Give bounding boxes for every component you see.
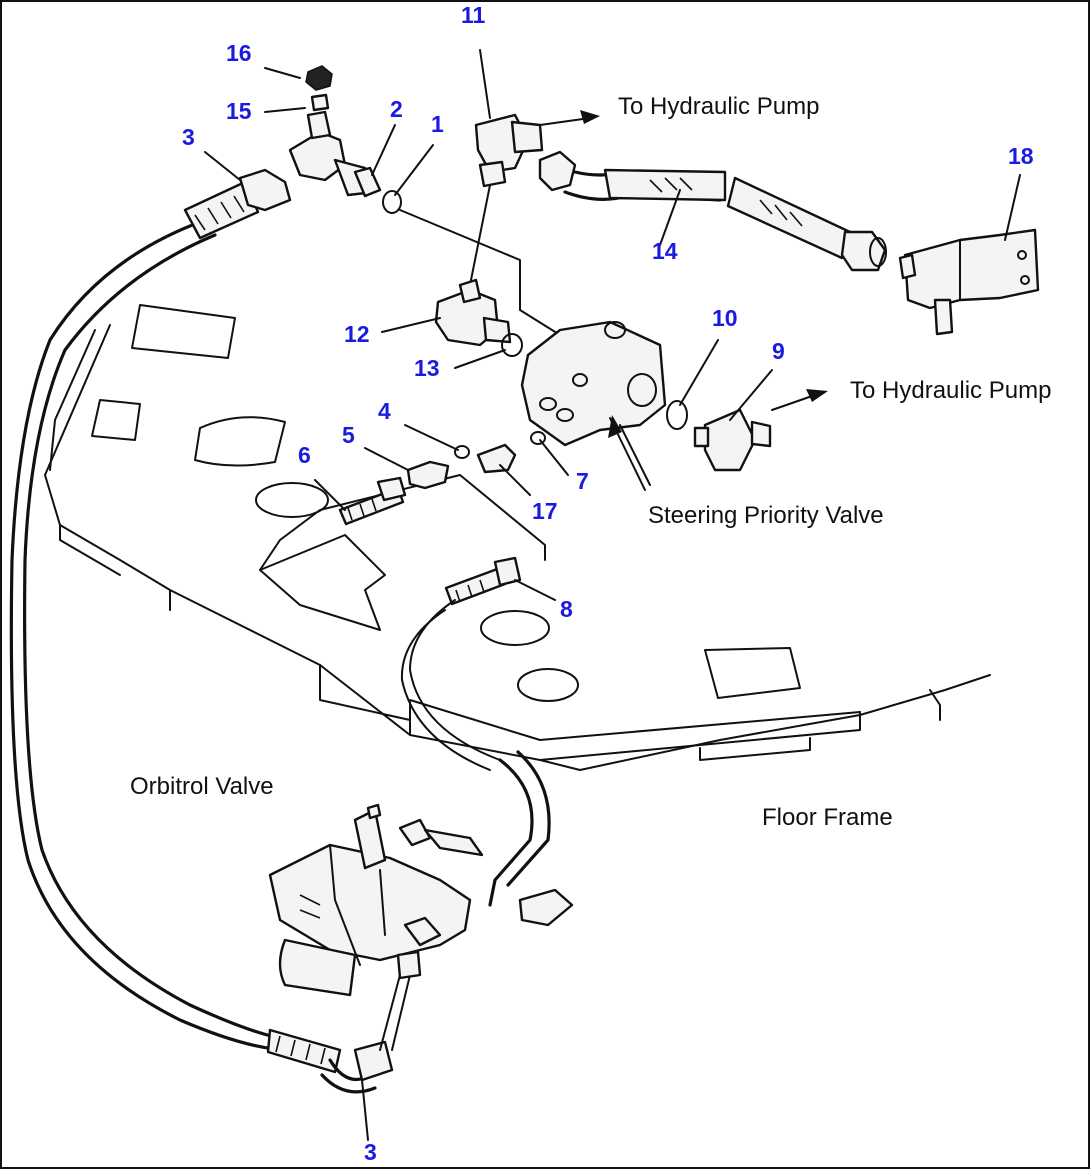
callout-5: 5: [342, 422, 355, 448]
callout-13: 13: [414, 355, 440, 381]
flow-arrows: [539, 110, 828, 491]
small-fittings-drawing: [338, 431, 546, 771]
callout-9: 9: [772, 338, 785, 364]
label-orbitrol-valve: Orbitrol Valve: [130, 773, 274, 800]
floor-frame-drawing: [44, 304, 991, 771]
elbow-9-drawing: [693, 408, 772, 472]
callout-17: 17: [532, 498, 558, 524]
fitting-12-drawing: [434, 278, 523, 357]
label-to-hydraulic-pump-top: To Hydraulic Pump: [618, 93, 820, 120]
callout-7: 7: [576, 468, 589, 494]
bracket-18-drawing: [898, 228, 1040, 336]
callout-12: 12: [344, 321, 370, 347]
callout-8: 8: [560, 596, 573, 622]
callout-1: 1: [431, 111, 444, 137]
tee-fitting-drawing: [288, 65, 561, 336]
label-to-hydraulic-pump-right: To Hydraulic Pump: [850, 377, 1052, 404]
callout-10: 10: [712, 305, 738, 331]
callout-6: 6: [298, 442, 311, 468]
callout-18: 18: [1008, 143, 1034, 169]
callout-11: 11: [461, 2, 486, 28]
callout-leaders: [204, 49, 1021, 1141]
callout-14: 14: [652, 238, 678, 264]
callout-3-bottom: 3: [364, 1139, 377, 1165]
callout-16: 16: [226, 40, 252, 66]
orbitrol-valve-drawing: [268, 750, 574, 1051]
callout-2: 2: [390, 96, 403, 122]
label-floor-frame: Floor Frame: [762, 804, 893, 831]
callout-3-top: 3: [182, 124, 195, 150]
callout-15: 15: [226, 98, 252, 124]
hose-14-drawing: [469, 113, 887, 286]
callout-4: 4: [378, 398, 391, 424]
label-steering-priority-valve: Steering Priority Valve: [648, 502, 884, 529]
hose-3-drawing: [9, 168, 394, 1094]
steering-priority-valve-drawing: [520, 320, 688, 486]
